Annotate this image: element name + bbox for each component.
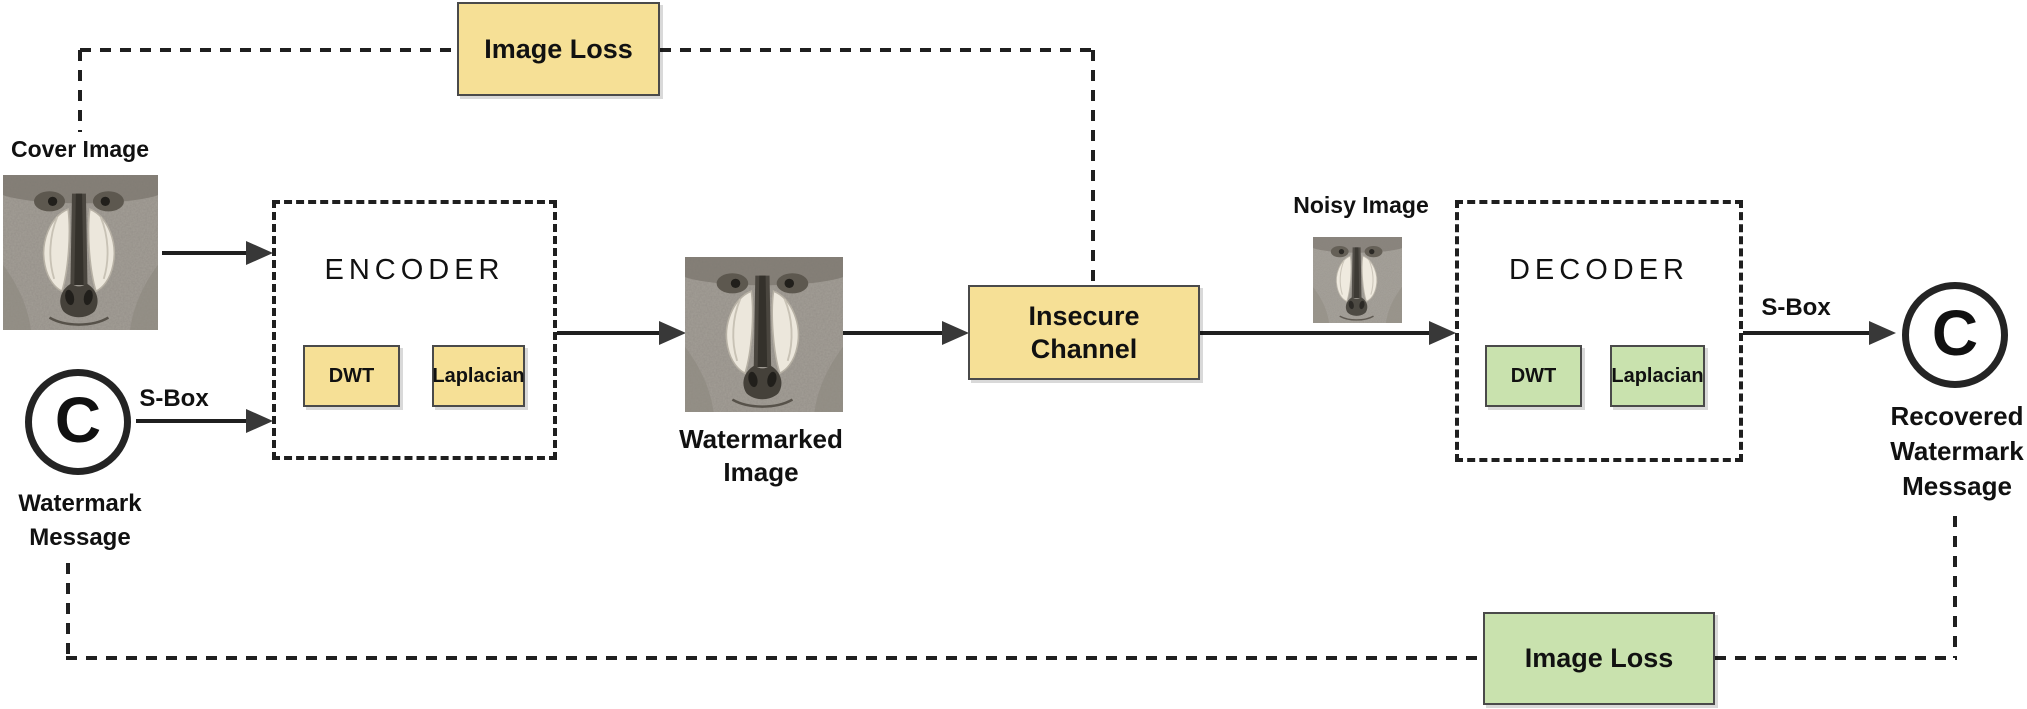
encoder-laplacian-box: Laplacian <box>432 345 525 407</box>
arrow-encoder-to-watermarked-shaft <box>557 331 659 335</box>
watermark-message-line2: Message <box>29 524 131 551</box>
arrow-cover-to-encoder-head <box>246 241 273 265</box>
dashed-connector-top-left <box>80 48 457 52</box>
insecure-channel-line2: Channel <box>1030 333 1138 364</box>
watermarked-image-label: Watermarked Image <box>661 423 861 489</box>
recovered-copyright-icon: C <box>1902 282 2008 388</box>
cover-image-label: Cover Image <box>10 136 150 162</box>
watermarked-image-line2: Image <box>723 457 799 487</box>
encoder-laplacian-label: Laplacian <box>432 364 525 387</box>
recovered-watermark-label: Recovered Watermark Message <box>1855 399 2027 504</box>
recovered-watermark-line1: Recovered <box>1890 401 2024 431</box>
decoder-laplacian-label: Laplacian <box>1611 364 1704 387</box>
recovered-watermark-line2: Watermark <box>1890 436 2024 466</box>
arrow-cover-to-encoder-shaft <box>162 251 246 255</box>
dashed-connector-bottom-right <box>1715 656 1957 660</box>
decoder-dwt-label: DWT <box>1510 364 1557 387</box>
decoder-laplacian-box: Laplacian <box>1610 345 1705 407</box>
arrow-watermarked-to-channel-head <box>942 321 969 345</box>
arrow-watermarked-to-channel-shaft <box>843 331 942 335</box>
arrow-encoder-to-watermarked-head <box>659 321 686 345</box>
arrow-decoder-to-recovered-shaft <box>1743 331 1869 335</box>
top-image-loss-label: Image Loss <box>484 33 633 64</box>
insecure-channel-box: Insecure Channel <box>968 285 1200 380</box>
decoder-box: DECODER <box>1455 200 1743 462</box>
watermark-message-label: Watermark Message <box>0 487 180 555</box>
noisy-image <box>1313 237 1402 323</box>
top-image-loss-box: Image Loss <box>457 2 660 96</box>
bottom-image-loss-box: Image Loss <box>1483 612 1715 705</box>
encoder-box: ENCODER <box>272 200 557 460</box>
watermarked-image-line1: Watermarked <box>679 424 843 454</box>
sbox-left-label: S-Box <box>139 385 209 412</box>
arrow-watermark-to-encoder-head <box>246 409 273 433</box>
watermark-message-line1: Watermark <box>18 490 142 517</box>
dashed-connector-bottom-left <box>66 656 1483 660</box>
encoder-dwt-box: DWT <box>303 345 400 407</box>
decoder-title: DECODER <box>1508 254 1689 286</box>
arrow-channel-to-decoder-shaft <box>1200 331 1429 335</box>
dashed-connector-top-right <box>660 48 1093 52</box>
encoder-title: ENCODER <box>324 254 505 286</box>
decoder-dwt-box: DWT <box>1485 345 1582 407</box>
dashed-connector-coverimage-up <box>78 50 82 132</box>
watermark-copyright-letter: C <box>54 384 102 456</box>
dashed-connector-watermark-down <box>66 563 70 658</box>
arrow-decoder-to-recovered-head <box>1869 321 1896 345</box>
arrow-watermark-to-encoder-shaft <box>136 419 246 423</box>
arrow-channel-to-decoder-head <box>1429 321 1456 345</box>
noisy-image-label: Noisy Image <box>1293 192 1429 218</box>
bottom-image-loss-label: Image Loss <box>1524 643 1674 673</box>
encoder-dwt-label: DWT <box>328 364 375 387</box>
recovered-watermark-line3: Message <box>1902 471 2012 501</box>
watermarked-image <box>685 257 843 412</box>
sbox-right-label: S-Box <box>1761 294 1831 321</box>
dashed-connector-to-channel <box>1091 50 1095 283</box>
dashed-connector-recovered-down <box>1953 516 1957 658</box>
insecure-channel-line1: Insecure <box>1028 300 1140 331</box>
recovered-copyright-letter: C <box>1931 297 1979 369</box>
cover-image <box>3 175 158 330</box>
watermark-copyright-icon: C <box>25 369 131 475</box>
